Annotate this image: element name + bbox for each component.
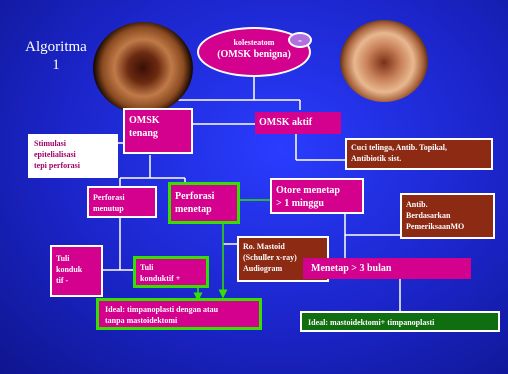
- menetap-3-bulan-node: Menetap > 3 bulan: [303, 258, 471, 279]
- perforasi-menutup-line2: menutup: [93, 203, 151, 214]
- ideal-timpano-line1: Ideal: timpanoplasti dengan atau: [105, 304, 255, 315]
- title-line2: 1: [10, 56, 102, 74]
- tuli-minus-line3: tif -: [56, 275, 97, 286]
- stimulasi-node: Stimulasi epitelialisasi tepi perforasi: [28, 134, 118, 178]
- perforasi-menetap-line1: Perforasi: [175, 190, 233, 203]
- perforasi-menetap-line2: menetap: [175, 203, 233, 216]
- tuli-minus-line1: Tuli: [56, 253, 97, 264]
- tuli-konduktif-minus-node: Tuli konduk tif -: [50, 245, 103, 297]
- perforasi-menutup-node: Perforasi menutup: [87, 186, 157, 218]
- cuci-telinga-node: Cuci telinga, Antib. Topikal, Antibiotik…: [345, 138, 493, 170]
- ideal-timpanoplasti-node: Ideal: timpanoplasti dengan atau tanpa m…: [96, 298, 262, 330]
- omsk-tenang-line2: tenang: [129, 127, 187, 140]
- otore-line1: Otore menetap: [276, 184, 358, 197]
- title-line1: Algoritma: [10, 38, 102, 56]
- otoscope-photo-left: [93, 22, 193, 114]
- tuli-minus-line2: konduk: [56, 264, 97, 275]
- omsk-tenang-line1: OMSK: [129, 114, 187, 127]
- stimulasi-line3: tepi perforasi: [34, 160, 112, 171]
- ro-line1: Ro. Mastoid: [243, 241, 323, 252]
- omsk-benigna-line2: (OMSK benigna): [199, 48, 309, 62]
- omsk-tenang-node: OMSK tenang: [123, 108, 193, 154]
- minus-badge: -: [288, 32, 312, 48]
- perforasi-menetap-node: Perforasi menetap: [168, 182, 240, 224]
- tuli-plus-line1: Tuli: [140, 262, 202, 273]
- otore-menetap-node: Otore menetap > 1 minggu: [270, 178, 364, 214]
- tuli-konduktif-plus-node: Tuli konduktif +: [133, 256, 209, 288]
- antib-line3: PemeriksaanMO: [406, 221, 489, 232]
- ideal-timpano-line2: tanpa mastoidektomi: [105, 315, 255, 326]
- antib-line2: Berdasarkan: [406, 210, 489, 221]
- antib-node: Antib. Berdasarkan PemeriksaanMO: [400, 193, 495, 239]
- stimulasi-line1: Stimulasi: [34, 138, 112, 149]
- stimulasi-line2: epitelialisasi: [34, 149, 112, 160]
- tuli-plus-line2: konduktif +: [140, 273, 202, 284]
- antib-line1: Antib.: [406, 199, 489, 210]
- otoscope-photo-right: [340, 20, 428, 102]
- perforasi-menutup-line1: Perforasi: [93, 192, 151, 203]
- cuci-line1: Cuci telinga, Antib. Topikal,: [351, 142, 487, 153]
- omsk-aktif-node: OMSK aktif: [255, 112, 341, 134]
- otore-line2: > 1 minggu: [276, 197, 358, 210]
- ideal-mastoidektomi-node: Ideal: mastoidektomi+ timpanoplasti: [300, 311, 500, 332]
- title: Algoritma 1: [10, 38, 102, 74]
- cuci-line2: Antibiotik sist.: [351, 153, 487, 164]
